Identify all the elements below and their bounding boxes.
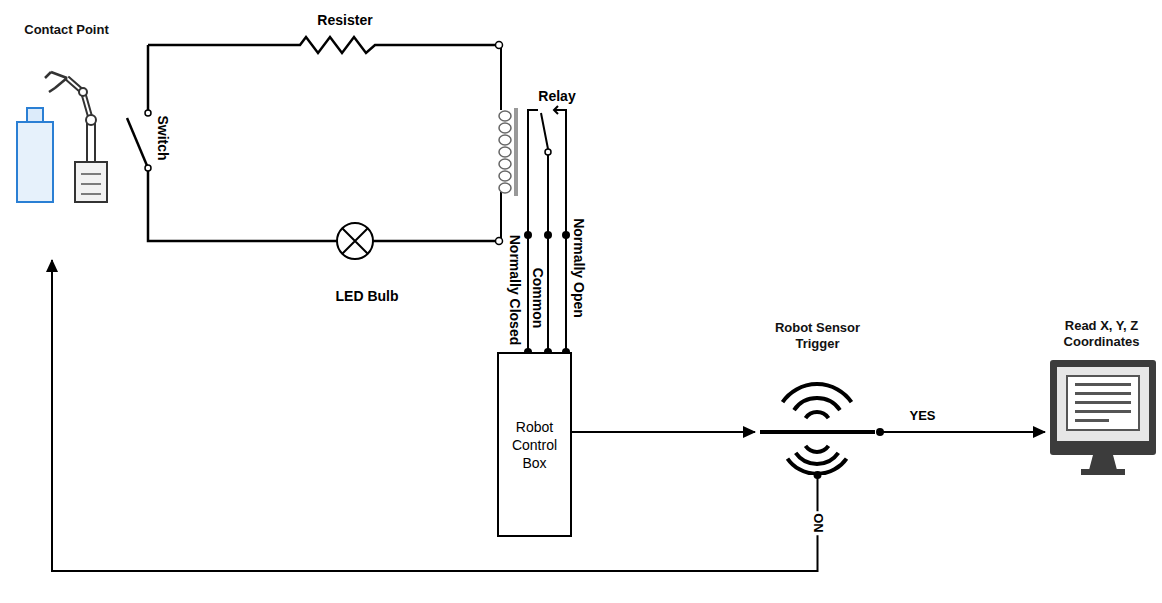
robot-base <box>75 162 107 202</box>
relay-contacts <box>528 106 566 352</box>
relay-coil <box>496 42 519 245</box>
edge-label: YES <box>907 409 937 423</box>
coil-winding <box>499 171 511 181</box>
resistor-label: Resister <box>317 13 372 27</box>
bottle-cap <box>27 108 43 122</box>
document-line <box>1075 392 1131 395</box>
switch-label: Switch <box>156 115 170 160</box>
signal-arc <box>806 446 829 452</box>
robot-column <box>87 120 95 162</box>
monitor: Read X, Y, Z Coordinates <box>1045 318 1158 485</box>
led-bulb-symbol <box>337 223 373 259</box>
coil-winding <box>499 159 511 169</box>
screen-document <box>1067 376 1139 430</box>
resistor-symbol <box>148 37 495 53</box>
switch-blade <box>127 118 148 168</box>
wire <box>147 45 150 110</box>
signal-arc <box>783 384 852 402</box>
signal-arc <box>796 453 839 464</box>
robot-arm-inner <box>67 78 91 120</box>
signal-arc <box>794 398 840 410</box>
sensor-bar <box>760 430 875 434</box>
wire <box>373 240 495 243</box>
monitor-screen <box>1057 367 1149 441</box>
switch-terminal <box>145 165 151 171</box>
robot-gripper <box>45 72 67 92</box>
connector-arrow <box>52 260 818 571</box>
edge-label: ON <box>811 511 825 535</box>
document-line <box>1075 401 1131 404</box>
pin-name: Normally Open <box>572 218 586 318</box>
relay-label: Relay <box>538 89 575 103</box>
bottle <box>17 122 53 202</box>
node-heading: Read X, Y, Z Coordinates <box>1052 318 1152 350</box>
connector-arrow <box>880 431 1045 433</box>
connector-arrow <box>572 431 755 433</box>
node-heading: Robot Sensor Trigger <box>768 320 868 352</box>
coil-winding <box>499 111 511 121</box>
document-line <box>1075 410 1131 413</box>
junction-dot <box>876 428 884 436</box>
robot-joint <box>86 115 96 125</box>
pin-name: Common <box>531 268 545 329</box>
relay-pivot <box>545 149 551 155</box>
robot-joint <box>79 88 87 96</box>
base-lines <box>81 174 101 194</box>
sensor-trigger: Robot Sensor Trigger <box>755 320 880 475</box>
bulb-label: LED Bulb <box>336 289 399 303</box>
node-heading: Contact Point <box>9 22 124 38</box>
pin-name: Normally Closed <box>508 235 522 345</box>
terminal-dots <box>524 231 570 356</box>
robot-arm <box>67 78 91 120</box>
monitor-base <box>1081 469 1125 475</box>
signal-arc <box>806 412 829 418</box>
coil-winding <box>499 147 511 157</box>
coil-winding <box>499 123 511 133</box>
robot-arm-illustration <box>5 22 120 260</box>
coil-winding <box>499 135 511 145</box>
monitor-neck <box>1089 455 1117 470</box>
contact-point: Contact Point <box>5 22 128 260</box>
wire <box>148 171 337 241</box>
box-text: Robot Control Box <box>503 418 566 472</box>
document-line <box>1075 419 1109 422</box>
coil-winding <box>499 183 511 193</box>
document-line <box>1075 383 1131 386</box>
monitor-frame <box>1050 360 1156 455</box>
control-box: Robot Control Box <box>497 352 572 537</box>
signal-arc <box>787 459 846 474</box>
switch-terminal <box>145 110 151 116</box>
